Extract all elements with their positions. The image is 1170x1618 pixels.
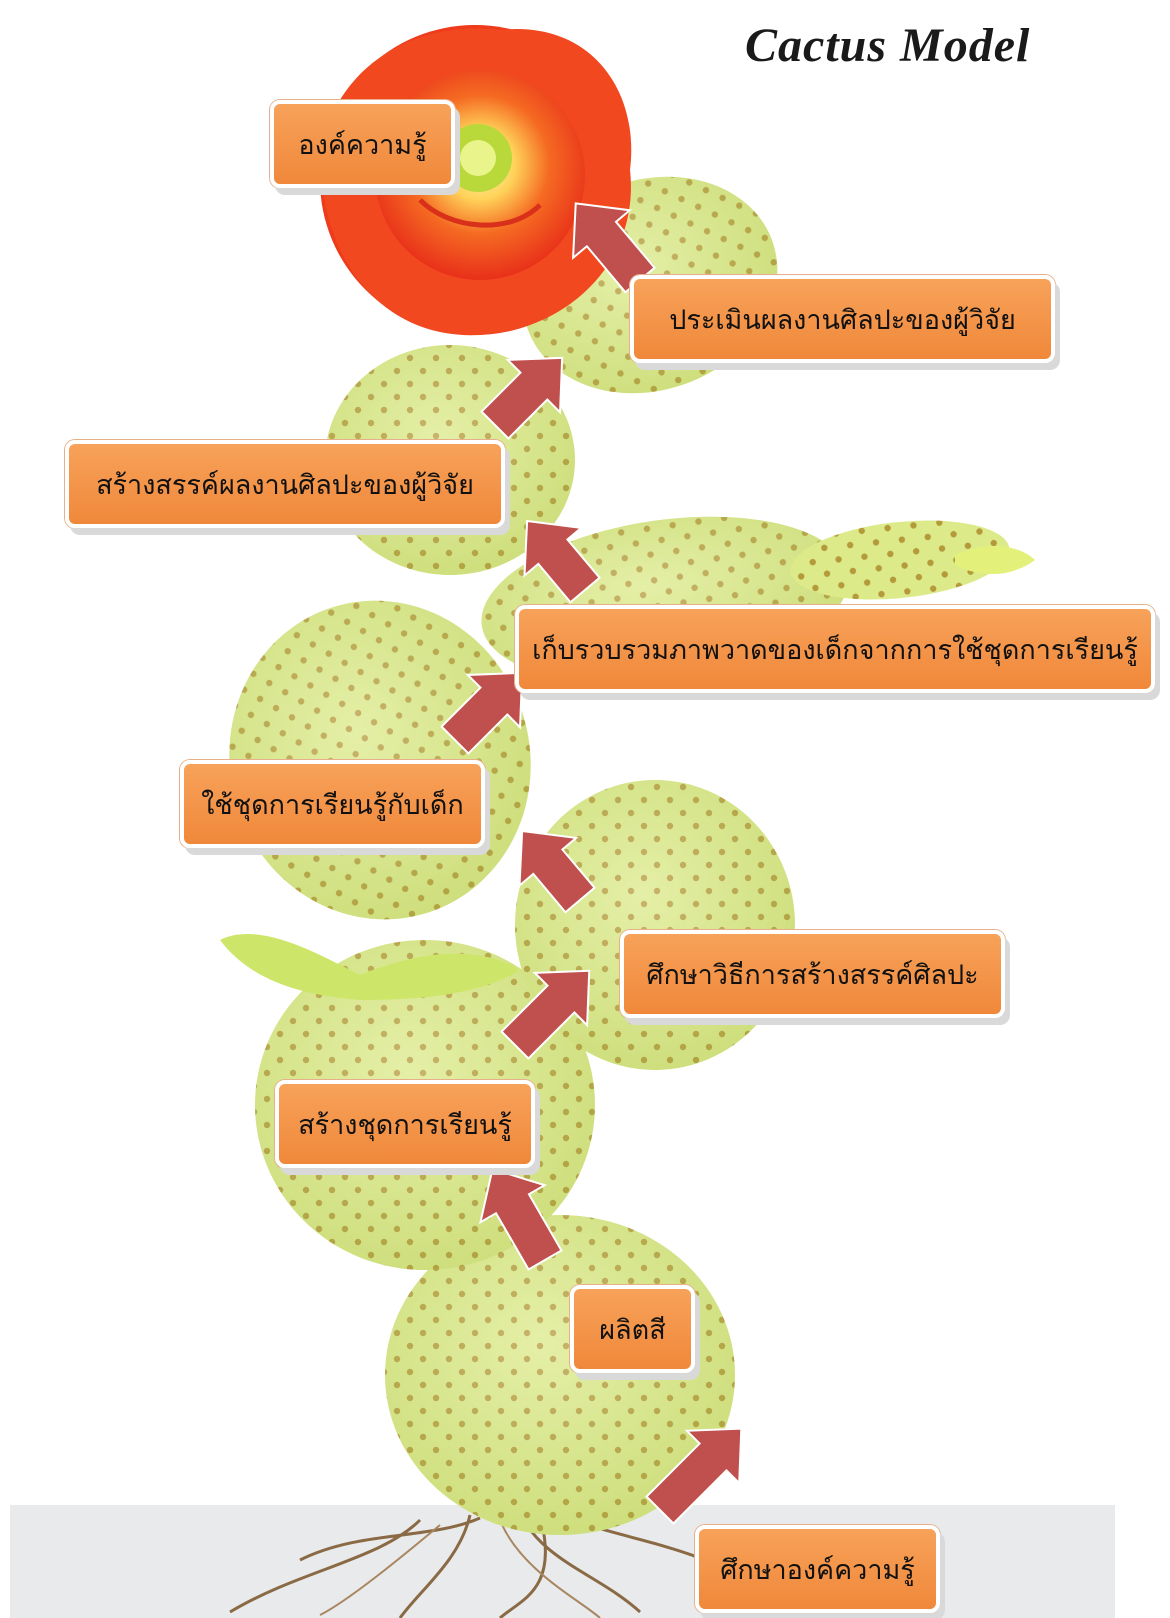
step-box-use-kit-with-children: ใช้ชุดการเรียนรู้กับเด็ก [180,760,485,848]
step-box-produce-color: ผลิตสี [570,1285,695,1373]
step-box-body-of-knowledge: องค์ความรู้ [270,100,455,188]
step-box-evaluate-researcher-artwork: ประเมินผลงานศิลปะของผู้วิจัย [630,275,1055,363]
step-box-study-knowledge: ศึกษาองค์ความรู้ [695,1525,940,1613]
step-box-create-researcher-artwork: สร้างสรรค์ผลงานศิลปะของผู้วิจัย [65,440,505,528]
step-box-collect-children-drawings: เก็บรวบรวมภาพวาดของเด็กจากการใช้ชุดการเร… [515,605,1155,693]
step-box-study-art-methods: ศึกษาวิธีการสร้างสรรค์ศิลปะ [620,930,1005,1018]
step-box-create-learning-kit: สร้างชุดการเรียนรู้ [275,1080,535,1168]
diagram-title: Cactus Model [745,18,1030,73]
